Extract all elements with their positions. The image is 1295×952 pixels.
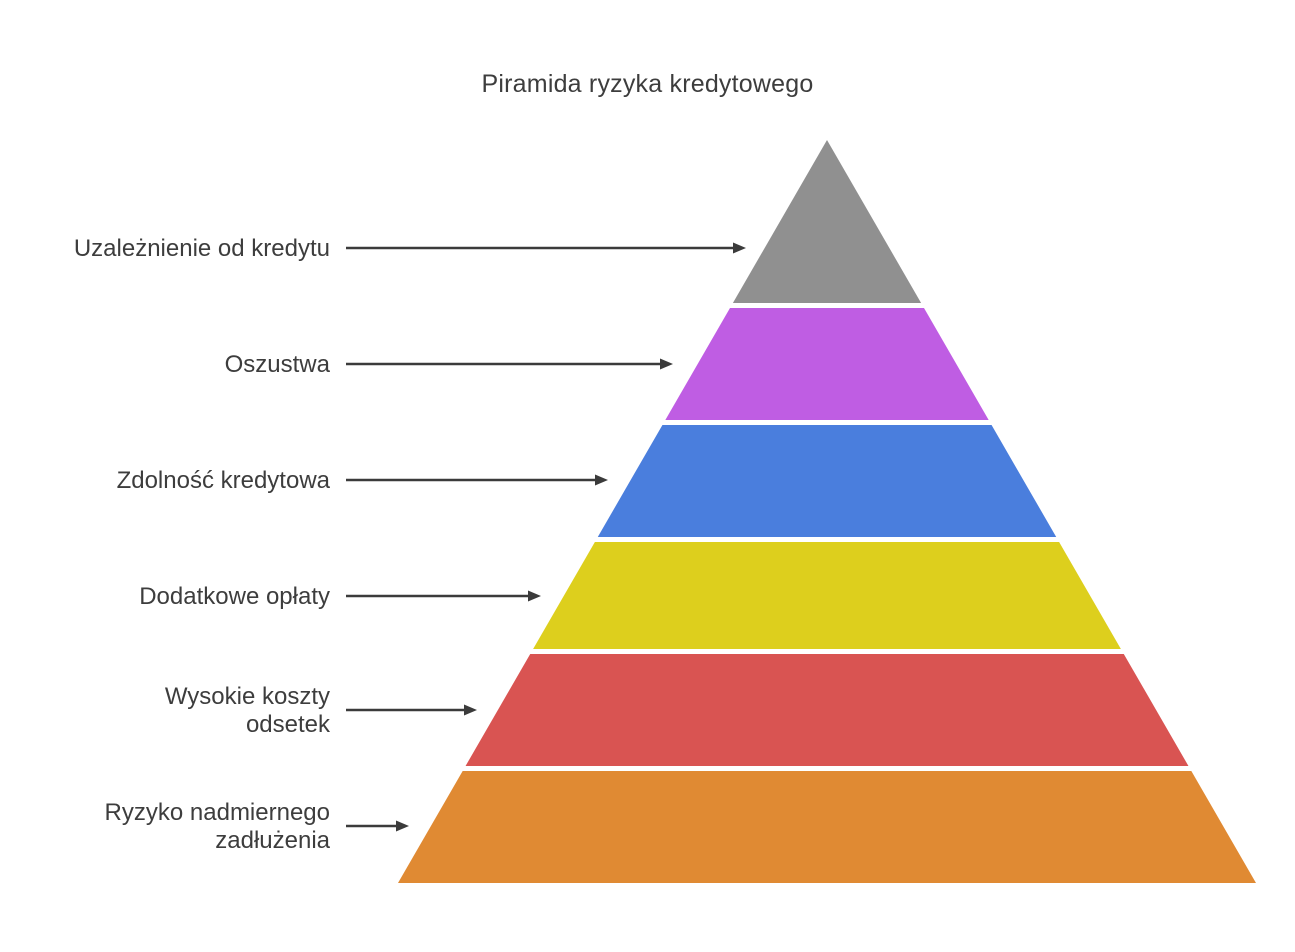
pyramid-level-uzaleznienie-od-kredytu [732,140,922,303]
level-label-zdolnosc-kredytowa: Zdolność kredytowa [117,467,331,494]
arrow-head-icon [396,820,409,832]
pyramid-level-ryzyko-nadmiernego-zadluzenia [398,771,1256,883]
arrow-head-icon [733,242,746,254]
pyramid-level-oszustwa [665,308,989,420]
level-label-oszustwa: Oszustwa [225,351,331,378]
arrow-head-icon [464,704,477,716]
pyramid-level-dodatkowe-oplaty [533,542,1121,649]
pyramid-level-wysokie-koszty-odsetek [465,654,1189,766]
arrow-head-icon [660,358,673,370]
arrow-head-icon [528,590,541,602]
level-label-dodatkowe-oplaty: Dodatkowe opłaty [139,583,330,610]
arrow-head-icon [595,474,608,486]
level-label-uzaleznienie-od-kredytu: Uzależnienie od kredytu [74,235,330,262]
diagram-title: Piramida ryzyka kredytowego [481,70,814,98]
pyramid-level-zdolnosc-kredytowa [597,425,1057,537]
